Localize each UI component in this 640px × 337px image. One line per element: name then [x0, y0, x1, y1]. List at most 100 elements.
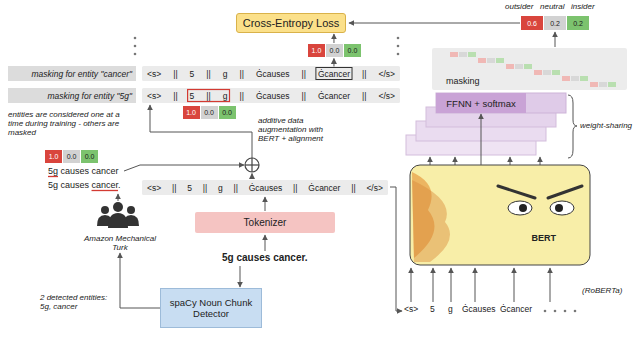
mask-cell: [515, 64, 523, 69]
mask-cell: [487, 58, 495, 63]
mask-cell: [552, 70, 560, 75]
token-sequence: <s>||5||g||Ġcauses||Ġcancer||</s>: [142, 180, 388, 195]
annotation-note: entities are considered one at a time du…: [8, 110, 130, 138]
score-value: 0.0: [81, 153, 98, 160]
token: g: [223, 91, 228, 101]
box-label: masking for entity "5g": [12, 91, 132, 101]
token: Ġcauses: [256, 91, 290, 101]
token: g: [223, 69, 228, 79]
input-token: Ġcancer: [500, 305, 532, 315]
token: ||: [301, 91, 305, 101]
score-value: 0.0: [344, 47, 361, 54]
score-cell: 0.2: [567, 16, 589, 30]
token: ||: [173, 91, 177, 101]
token: Ġcancer: [318, 69, 350, 79]
model-variant: (RoBERTa): [582, 286, 622, 295]
sequence-band: [142, 66, 400, 81]
weight-sharing-brace: [568, 95, 577, 158]
chunk-detector-box: spaCy Noun Chunk Detector: [160, 288, 262, 328]
mask-cell: [599, 82, 607, 87]
score-value: 0.0: [201, 109, 218, 116]
token: <s>: [147, 91, 161, 101]
token-sequence: <s>||5||g||Ġcauses||Ġcancer||</s>: [142, 88, 400, 103]
class-name: outsider: [505, 2, 533, 11]
flow-arrow: [333, 34, 334, 43]
mask-cell: [478, 58, 486, 63]
mask-label-box: masking for entity "cancer": [8, 66, 136, 81]
token: ||: [301, 69, 305, 79]
connector: [481, 114, 482, 165]
entity-outline: [188, 90, 230, 102]
connector: [120, 253, 160, 308]
combine-symbol: [245, 158, 259, 172]
score-value: 1.0: [45, 153, 62, 160]
token: g: [218, 183, 223, 193]
score-cell: 0.0: [344, 44, 361, 57]
box-label: masking for entity "cancer": [12, 69, 132, 79]
token: ||: [203, 183, 207, 193]
mask-cell: [608, 82, 616, 87]
token: 5: [190, 69, 195, 79]
bert-face: [410, 165, 590, 265]
class-name: neutral: [540, 2, 564, 11]
token: ||: [240, 91, 244, 101]
token: ||: [206, 69, 210, 79]
band-layer: [142, 66, 400, 195]
mask-cell: [524, 64, 532, 69]
token: ||: [362, 69, 366, 79]
mask-cell: [571, 76, 579, 81]
crowd-annotator: Amazon Mechanical Turk: [78, 200, 162, 252]
token: ||: [293, 183, 297, 193]
masking-label: masking: [446, 76, 480, 86]
mask-cell: [450, 52, 458, 57]
mask-cell: [459, 52, 467, 57]
mask-cell: [496, 58, 504, 63]
token: ||: [172, 183, 176, 193]
token: ||: [233, 183, 237, 193]
box-label: Tokenizer: [195, 217, 335, 228]
score-cell: 0.6: [521, 16, 543, 30]
token: </s>: [366, 183, 383, 193]
box-label: Cross-Entropy Loss: [237, 17, 345, 29]
entity-underline: [48, 176, 58, 177]
score-value: 0.0: [326, 47, 343, 54]
entity-underline: [92, 190, 119, 191]
input-token: Ġcauses: [462, 305, 496, 315]
score-cell: 1.0: [183, 106, 200, 119]
token: 5: [187, 183, 192, 193]
token: <s>: [147, 183, 161, 193]
token: ||: [173, 69, 177, 79]
score-cell: 0.0: [201, 106, 218, 119]
sequence-band: [142, 180, 388, 195]
score-cell: 1.0: [308, 44, 325, 57]
token: 5: [190, 91, 195, 101]
token: ||: [362, 91, 366, 101]
sequence-band: [142, 88, 400, 103]
input-sentence: 5g causes cancer.: [222, 252, 308, 264]
annotation-note: additive data augmentation with BERT + a…: [258, 116, 340, 144]
box-label: FFNN + softmax: [436, 98, 526, 109]
token: </s>: [378, 91, 395, 101]
score-cell: 0.2: [544, 16, 566, 30]
input-token: 5: [430, 305, 435, 315]
box-label: BERT: [532, 233, 557, 243]
crowd-icon: [97, 202, 139, 228]
token: Ġcauses: [256, 69, 290, 79]
score-value: 0.0: [219, 109, 236, 116]
token: ||: [240, 69, 244, 79]
masking-panel: [432, 48, 627, 90]
annotated-sentence: 5g causes cancer: [48, 166, 119, 176]
token: ||: [206, 91, 210, 101]
score-cell: 0.0: [81, 150, 98, 163]
token: Ġcancer: [308, 183, 340, 193]
input-token: <s>: [404, 305, 418, 315]
annotation-note: weight-sharing: [580, 121, 632, 130]
box-label: Amazon Mechanical Turk: [78, 234, 162, 252]
score-cell: 0.0: [63, 150, 80, 163]
ffnn-layer: FFNN + softmax: [436, 93, 526, 113]
token: ||: [351, 183, 355, 193]
score-value: 0.0: [63, 153, 80, 160]
score-value: 0.6: [521, 20, 543, 27]
annotation-note: 2 detected entities: 5g, cancer: [40, 293, 112, 311]
